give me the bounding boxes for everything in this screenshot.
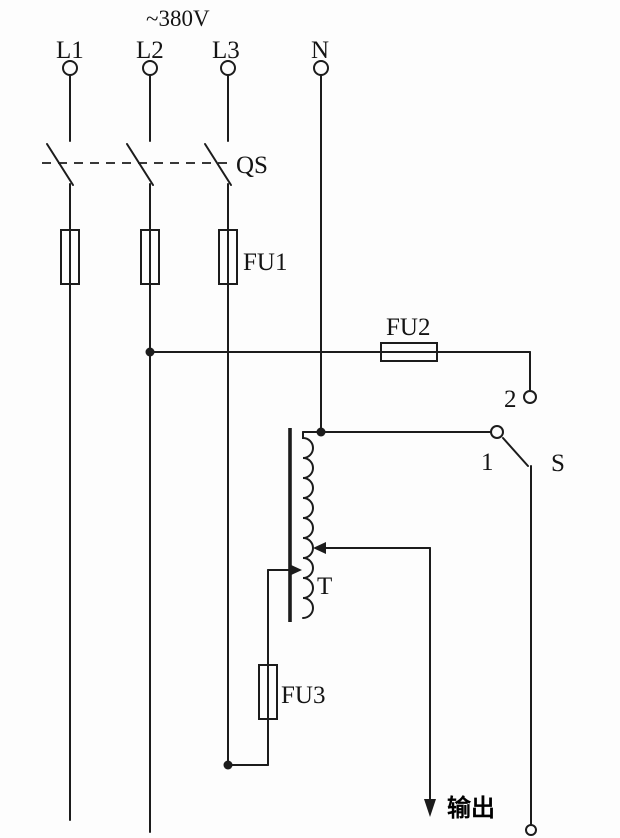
fu1-fuse-l2 [140, 229, 160, 285]
contact-1-label: 1 [481, 449, 494, 476]
selector-arm [502, 437, 529, 467]
fu2-label: FU2 [386, 314, 430, 341]
l1-terminal [62, 60, 78, 76]
l3-terminal [220, 60, 236, 76]
n-junction-dot [316, 427, 326, 437]
transformer-label: T [317, 573, 332, 600]
selector-label: S [551, 450, 565, 477]
qs-blade-l2 [126, 143, 154, 186]
output-label: 输出 [447, 794, 495, 822]
fu1-label: FU1 [243, 249, 287, 276]
fu3-tap-arrow [289, 564, 302, 576]
contact-1-terminal [490, 425, 504, 439]
selector-bottom-terminal [525, 824, 537, 836]
l2-terminal [142, 60, 158, 76]
qs-blade-l3 [204, 143, 232, 186]
fu3-label: FU3 [281, 682, 325, 709]
qs-blade-l1 [46, 143, 74, 186]
output-arrow [424, 799, 436, 817]
n-terminal [313, 60, 329, 76]
phase-l3-label: L3 [212, 37, 240, 64]
contact-2-terminal [523, 390, 537, 404]
fu1-fuse-l1 [60, 229, 80, 285]
fu3-fuse [258, 664, 278, 720]
phase-l2-label: L2 [136, 37, 164, 64]
l3-junction-dot [223, 760, 233, 770]
phase-n-label: N [311, 37, 329, 64]
fu2-fuse [380, 342, 438, 362]
transformer-winding [302, 431, 314, 619]
contact-2-label: 2 [504, 386, 517, 413]
qs-switch-label: QS [236, 152, 268, 179]
output-tap-arrow [313, 542, 326, 554]
phase-l1-label: L1 [56, 37, 84, 64]
supply-voltage-label: ~380V [146, 6, 210, 31]
fu1-fuse-l3 [218, 229, 238, 285]
